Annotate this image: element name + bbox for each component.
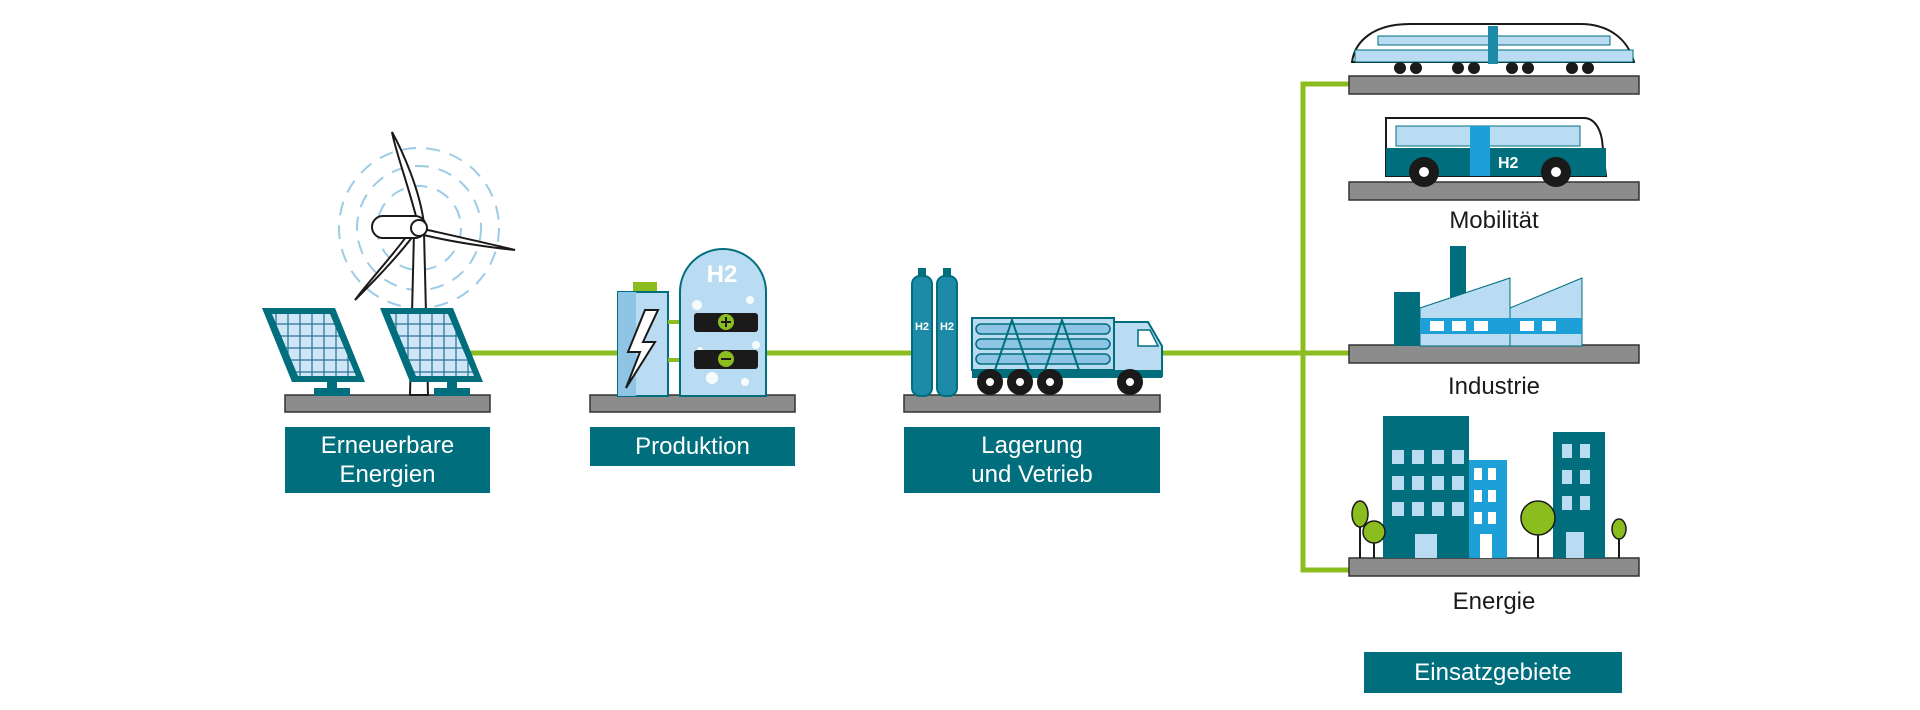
electrolyzer-tank-icon: H2 [679, 248, 767, 397]
platform-industry [1348, 344, 1640, 364]
application-label-mobility: Mobilität [1449, 207, 1539, 234]
stage-label-production: Produktion [590, 427, 795, 466]
gas-cylinder-icon: H2 [911, 268, 933, 397]
h2-label-cylinder: H2 [915, 321, 929, 333]
bus-icon: H2 [1385, 117, 1608, 187]
solar-panel-icon [262, 308, 365, 396]
city-buildings-icon [1383, 416, 1605, 558]
tank-truck-icon [971, 316, 1163, 395]
connection-lines [470, 81, 1352, 573]
stage-label-renewables: Erneuerbare Energien [285, 427, 490, 493]
stage-label-applications: Einsatzgebiete [1364, 652, 1622, 693]
platform-bus [1348, 181, 1640, 201]
h2-label-bus: H2 [1498, 155, 1519, 172]
train-icon [1350, 23, 1636, 74]
battery-icon [617, 282, 695, 397]
factory-icon [1394, 246, 1583, 347]
gas-cylinder-icon: H2 [936, 268, 958, 397]
stage-label-storage: Lagerung und Vetrieb [904, 427, 1160, 493]
solar-panel-icon [380, 308, 483, 396]
platform-storage [903, 394, 1161, 413]
tree-icon [1351, 500, 1386, 558]
platform-renewables [284, 394, 491, 413]
platform-train [1348, 75, 1640, 95]
application-label-energy: Energie [1452, 588, 1536, 615]
tree-icon [1520, 500, 1627, 558]
h2-label-cylinder: H2 [940, 321, 954, 333]
line-distribution-trunk [1300, 81, 1352, 573]
platform-energy [1348, 557, 1640, 577]
application-label-industry: Industrie [1447, 373, 1541, 400]
platform-production [589, 394, 796, 413]
h2-label-tank: H2 [707, 261, 738, 288]
